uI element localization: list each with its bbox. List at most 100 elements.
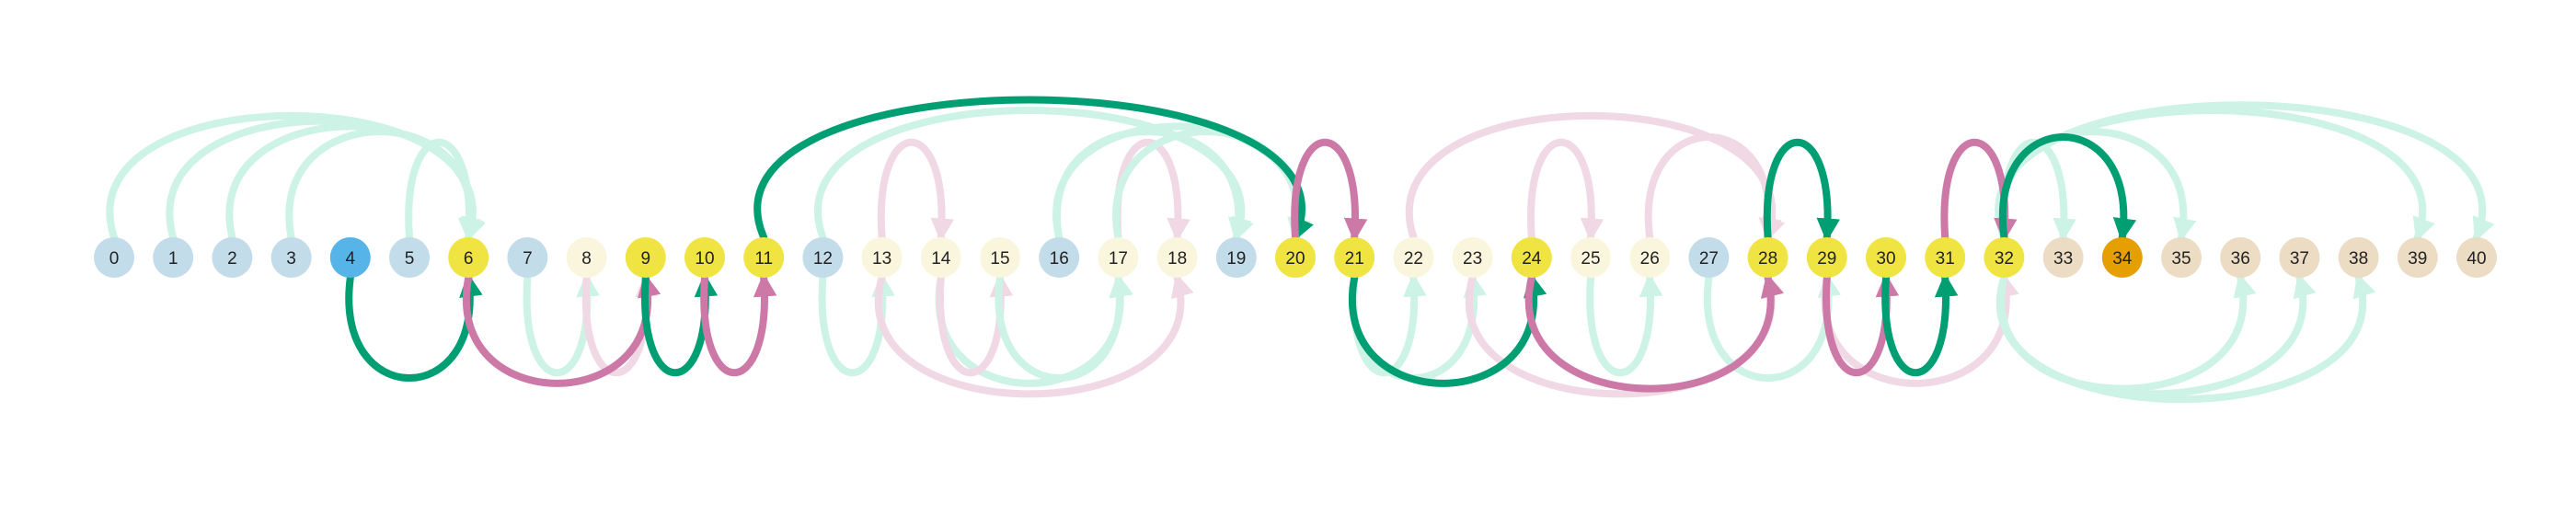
edge-28-to-29 (1763, 139, 1840, 243)
node-36: 36 (2220, 237, 2261, 278)
node-circle-10 (684, 237, 725, 278)
node-27: 27 (1688, 237, 1730, 278)
edge-15-to-17 (995, 272, 1133, 383)
edge-8-to-9 (581, 272, 659, 376)
node-35: 35 (2161, 237, 2202, 278)
edge-21-to-22 (1350, 272, 1427, 376)
node-label-7: 7 (523, 249, 533, 269)
node-26: 26 (1629, 237, 1671, 278)
edge-32-to-36 (1997, 273, 2257, 393)
node-label-18: 18 (1167, 249, 1187, 269)
node-circle-22 (1393, 237, 1434, 278)
node-circle-30 (1866, 237, 1906, 278)
node-label-13: 13 (872, 249, 891, 269)
node-16: 16 (1039, 237, 1080, 278)
node-circle-9 (625, 237, 666, 278)
node-4: 4 (329, 237, 371, 278)
node-circle-27 (1688, 237, 1730, 278)
node-label-35: 35 (2171, 249, 2191, 269)
node-circle-17 (1098, 237, 1139, 278)
node-label-0: 0 (109, 249, 120, 269)
node-label-21: 21 (1345, 249, 1364, 269)
node-label-2: 2 (227, 249, 237, 269)
node-label-33: 33 (2053, 249, 2073, 269)
edge-23-to-28 (1466, 273, 1785, 398)
node-circle-20 (1275, 237, 1316, 278)
edge-17-to-18 (1113, 139, 1190, 243)
node-6: 6 (448, 237, 489, 278)
node-22: 22 (1393, 237, 1434, 278)
edge-17-to-20 (1112, 128, 1311, 243)
node-circle-26 (1629, 237, 1671, 278)
node-39: 39 (2397, 237, 2438, 278)
node-circle-18 (1156, 237, 1198, 278)
edge-7-to-8 (523, 272, 600, 376)
node-circle-25 (1570, 237, 1611, 278)
node-15: 15 (980, 237, 1020, 278)
node-20: 20 (1275, 237, 1316, 278)
node-circle-6 (448, 237, 489, 278)
node-23: 23 (1452, 237, 1493, 278)
node-label-10: 10 (695, 249, 714, 269)
node-circle-4 (329, 237, 371, 278)
node-33: 33 (2042, 237, 2084, 278)
node-label-28: 28 (1758, 249, 1777, 269)
node-34: 34 (2101, 237, 2143, 278)
node-label-17: 17 (1109, 249, 1128, 269)
node-label-9: 9 (641, 249, 651, 269)
node-circle-23 (1452, 237, 1493, 278)
node-25: 25 (1570, 237, 1611, 278)
node-label-24: 24 (1522, 249, 1542, 269)
node-label-38: 38 (2349, 249, 2368, 269)
node-circle-31 (1925, 237, 1966, 278)
node-circle-11 (743, 237, 785, 278)
node-14: 14 (920, 237, 961, 278)
node-label-19: 19 (1226, 249, 1246, 269)
node-label-37: 37 (2290, 249, 2309, 269)
node-21: 21 (1334, 237, 1375, 278)
node-circle-39 (2397, 237, 2438, 278)
edge-24-to-25 (1527, 139, 1604, 243)
node-32: 32 (1984, 237, 2025, 278)
node-circle-1 (153, 237, 194, 278)
node-label-14: 14 (931, 249, 951, 269)
edge-9-to-10 (641, 272, 719, 376)
edge-5-to-6 (405, 139, 482, 243)
node-circle-28 (1747, 237, 1788, 278)
node-label-32: 32 (1995, 249, 2014, 269)
node-label-8: 8 (581, 249, 592, 269)
node-3: 3 (270, 237, 312, 278)
node-13: 13 (861, 237, 903, 278)
node-29: 29 (1806, 237, 1847, 278)
node-circle-35 (2161, 237, 2202, 278)
node-37: 37 (2279, 237, 2320, 278)
edge-14-to-15 (937, 272, 1014, 376)
edge-21-to-24 (1349, 272, 1547, 387)
node-1: 1 (153, 237, 194, 278)
edge-25-to-26 (1586, 272, 1663, 376)
edge-20-to-21 (1291, 139, 1368, 243)
node-38: 38 (2338, 237, 2379, 278)
node-label-25: 25 (1581, 249, 1600, 269)
node-label-26: 26 (1640, 249, 1660, 269)
edge-32-to-38 (1995, 273, 2376, 404)
edge-12-to-13 (818, 272, 895, 376)
node-24: 24 (1511, 237, 1552, 278)
node-0: 0 (94, 237, 134, 278)
edge-11-to-20 (753, 96, 1314, 242)
edge-32-to-34 (1998, 132, 2137, 243)
strong-edges (345, 96, 2137, 393)
node-label-39: 39 (2408, 249, 2427, 269)
node-label-29: 29 (1817, 249, 1836, 269)
node-circle-34 (2101, 237, 2143, 278)
node-10: 10 (684, 237, 725, 278)
node-circle-24 (1511, 237, 1552, 278)
node-19: 19 (1215, 237, 1257, 278)
node-label-16: 16 (1050, 249, 1069, 269)
node-label-34: 34 (2112, 249, 2133, 269)
node-label-3: 3 (286, 249, 296, 269)
edge-26-to-28 (1644, 132, 1782, 243)
node-circle-13 (861, 237, 903, 278)
edge-3-to-6 (285, 128, 484, 243)
node-2: 2 (212, 237, 253, 278)
